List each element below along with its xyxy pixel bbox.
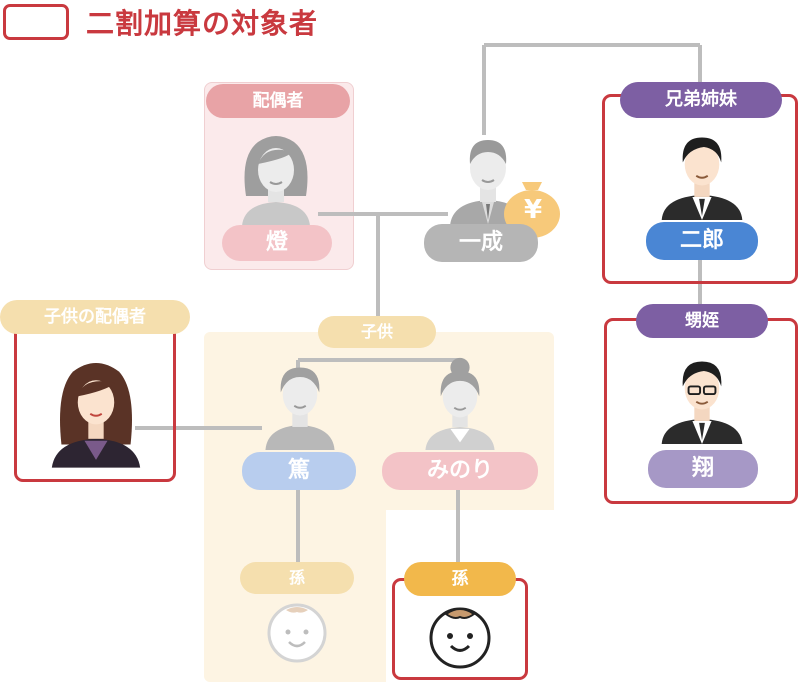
children-category-pill: 子供 (318, 316, 436, 348)
nephew-category-pill: 甥姪 (636, 304, 768, 338)
child1-avatar (252, 352, 348, 456)
nephew-avatar (654, 346, 750, 450)
deceased-name-pill: 一成 (424, 224, 538, 262)
grandchild1-category-pill: 孫 (240, 562, 354, 594)
yen-symbol: ¥ (523, 195, 543, 225)
child-spouse-category-pill: 子供の配偶者 (0, 300, 190, 334)
grandchild2-avatar (424, 600, 496, 676)
spouse-category-pill: 配偶者 (206, 84, 350, 118)
sibling-category-pill: 兄弟姉妹 (620, 82, 782, 118)
grandchild2-category-pill: 孫 (404, 562, 516, 596)
legend-label: 二割加算の対象者 (86, 7, 319, 40)
spouse-avatar (226, 126, 326, 230)
sibling-avatar (654, 122, 750, 226)
spouse-name-pill: 燈 (222, 225, 332, 261)
nephew-name-pill: 翔 (648, 450, 758, 488)
legend-swatch (3, 4, 69, 40)
grandchild1-avatar (262, 598, 332, 668)
sibling-name-pill: 二郎 (646, 222, 758, 260)
child-spouse-avatar (48, 350, 144, 474)
child2-avatar (412, 352, 508, 456)
child1-name-pill: 篤 (242, 452, 356, 490)
child2-name-pill: みのり (382, 452, 538, 490)
